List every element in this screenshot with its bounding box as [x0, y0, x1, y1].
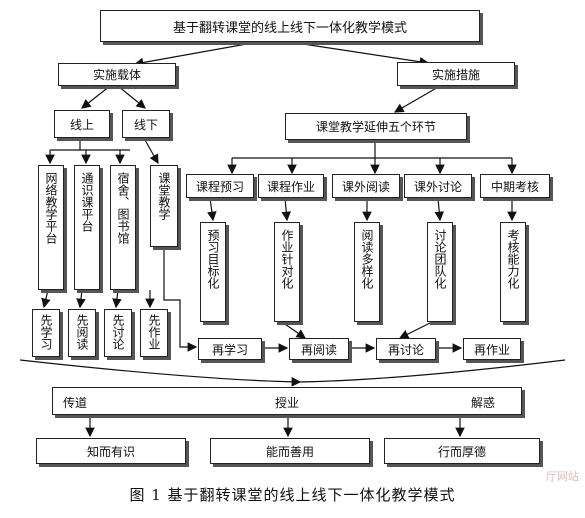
platform-dorm-library-label: 宿舍、图书馆 — [116, 172, 130, 244]
online-label: 线上 — [69, 117, 94, 132]
detail-discussion-label: 讨论团队化 — [433, 229, 447, 289]
detail-discussion: 讨论团队化 — [427, 222, 453, 322]
detail-homework: 作业针对化 — [274, 222, 300, 322]
detail-reading: 阅读多样化 — [354, 222, 380, 322]
measures-label: 实施措施 — [431, 67, 480, 82]
offline-box: 线下 — [122, 110, 170, 138]
link-reading-label: 课外阅读 — [341, 179, 390, 194]
online-box: 线上 — [54, 110, 110, 138]
platform-dorm-library: 宿舍、图书馆 — [110, 165, 136, 290]
pre-step-study: 先学习 — [32, 309, 60, 357]
detail-midterm: 考核能力化 — [500, 222, 526, 322]
watermark: 厅网站 — [546, 470, 579, 483]
link-midterm: 中期考核 — [480, 174, 550, 198]
platform-general-course-label: 通识课平台 — [80, 172, 94, 232]
re-step-study-label: 再学习 — [211, 342, 248, 357]
detail-preview: 预习目标化 — [200, 222, 226, 322]
pre-step-study-label: 先学习 — [39, 314, 53, 350]
outcome-virtue-label: 行而厚德 — [437, 444, 486, 459]
re-step-homework: 再作业 — [463, 338, 521, 360]
measures-box: 实施措施 — [397, 62, 515, 86]
carrier-box: 实施载体 — [58, 63, 176, 86]
detail-midterm-label: 考核能力化 — [506, 229, 520, 289]
teaching-band: 传道 授业 解惑 — [52, 387, 522, 415]
pre-step-discuss: 先讨论 — [104, 309, 132, 357]
five-links-label: 课堂教学延伸五个环节 — [315, 120, 436, 134]
link-homework: 课程作业 — [258, 174, 324, 198]
model-title: 基于翻转课堂的线上线下一体化教学模式 — [172, 20, 407, 36]
detail-reading-label: 阅读多样化 — [360, 229, 374, 289]
link-reading: 课外阅读 — [332, 174, 400, 198]
platform-classroom: 课堂教学 — [150, 165, 178, 247]
link-discussion: 课外讨论 — [404, 174, 472, 198]
re-step-discuss: 再讨论 — [376, 338, 436, 360]
outcome-knowledge-label: 知而有识 — [86, 444, 135, 459]
link-midterm-label: 中期考核 — [490, 179, 539, 194]
band-right: 解惑 — [471, 396, 496, 410]
re-step-discuss-label: 再讨论 — [387, 342, 424, 357]
platform-classroom-label: 课堂教学 — [157, 172, 171, 220]
link-homework-label: 课程作业 — [266, 179, 315, 194]
pre-step-homework: 先作业 — [140, 309, 168, 357]
offline-label: 线下 — [133, 117, 158, 132]
link-discussion-label: 课外讨论 — [413, 179, 462, 194]
carrier-label: 实施载体 — [92, 68, 141, 82]
link-preview-label: 课程预习 — [195, 179, 244, 194]
five-links-box: 课堂教学延伸五个环节 — [285, 113, 467, 140]
pre-step-read-label: 先阅读 — [75, 314, 89, 350]
pre-step-discuss-label: 先讨论 — [111, 314, 125, 350]
outcome-knowledge: 知而有识 — [36, 438, 186, 464]
re-step-read-label: 再阅读 — [300, 342, 337, 357]
platform-general-course: 通识课平台 — [74, 165, 100, 290]
band-middle: 授业 — [275, 396, 300, 410]
link-preview: 课程预习 — [186, 174, 254, 198]
detail-preview-label: 预习目标化 — [206, 229, 220, 289]
platform-network: 网络教学平台 — [38, 165, 64, 290]
outcome-virtue: 行而厚德 — [384, 438, 540, 464]
detail-homework-label: 作业针对化 — [280, 229, 294, 289]
outcome-ability-label: 能而善用 — [265, 444, 314, 459]
re-step-homework-label: 再作业 — [473, 342, 510, 357]
pre-step-read: 先阅读 — [68, 309, 96, 357]
band-left: 传道 — [63, 396, 88, 410]
model-title-box: 基于翻转课堂的线上线下一体化教学模式 — [100, 10, 480, 42]
platform-network-label: 网络教学平台 — [44, 172, 58, 244]
re-step-read: 再阅读 — [289, 338, 349, 360]
re-step-study: 再学习 — [198, 338, 262, 360]
pre-step-homework-label: 先作业 — [147, 314, 161, 350]
figure-caption: 图 1 基于翻转课堂的线上线下一体化教学模式 — [129, 486, 456, 504]
outcome-ability: 能而善用 — [210, 438, 370, 464]
